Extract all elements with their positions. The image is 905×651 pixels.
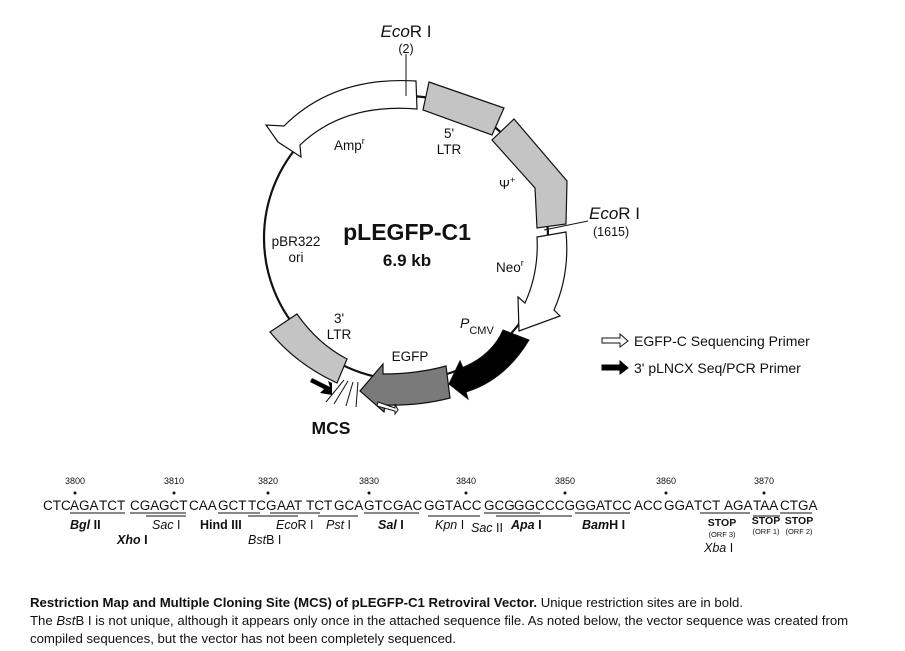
caption-title: Restriction Map and Multiple Cloning Sit… xyxy=(30,595,538,610)
codon-14: GGT xyxy=(424,498,453,513)
enzyme-bglii: Bgl II xyxy=(70,518,101,532)
ltr3-label-line2: LTR xyxy=(327,327,352,342)
segment-5-ltr xyxy=(422,81,505,136)
codon-19: GGA xyxy=(575,498,605,513)
enzyme-labels: Bgl II Xho I Sac I Hind III EcoR I BstB … xyxy=(70,518,733,555)
egfp-label: EGFP xyxy=(392,349,429,364)
tick-3840: 3840 xyxy=(456,476,476,486)
sequence-codons: CTC AGA TCT CGA GCT CAA GCT TCG AAT TCT … xyxy=(43,498,818,513)
enzyme-kpni: Kpn I xyxy=(435,518,464,532)
codon-3: TCT xyxy=(99,498,125,513)
mcs-label: MCS xyxy=(312,418,351,438)
segment-egfp-arrow xyxy=(359,362,451,414)
codon-6: CAA xyxy=(189,498,217,513)
amp-label: Ampr xyxy=(334,136,365,153)
legend-label-sequencing-primer: EGFP-C Sequencing Primer xyxy=(634,333,810,349)
legend-label-pcr-primer: 3' pLNCX Seq/PCR Primer xyxy=(634,360,801,376)
segment-psi xyxy=(491,118,568,229)
stop-orf2: STOP xyxy=(785,515,813,527)
codon-4: CGA xyxy=(130,498,159,513)
sequence-site-underlines xyxy=(70,512,812,517)
ltr5-label-line2: LTR xyxy=(437,142,462,157)
codon-7: GCT xyxy=(218,498,247,513)
tick-3800: 3800 xyxy=(65,476,85,486)
psi-label: Ψ+ xyxy=(499,175,515,192)
tick-3870: 3870 xyxy=(754,476,774,486)
figure-caption: Restriction Map and Multiple Cloning Sit… xyxy=(30,594,880,648)
codon-22: GGA xyxy=(664,498,694,513)
codon-9: AAT xyxy=(277,498,302,513)
ecori-site-label-1: EcoR I xyxy=(380,22,431,41)
ori-label-line1: pBR322 xyxy=(272,234,321,249)
codon-25: TAA xyxy=(753,498,778,513)
codon-1: CTC xyxy=(43,498,71,513)
enzyme-xbai: Xba I xyxy=(703,541,733,555)
stop-orf1: STOP xyxy=(752,515,780,527)
ltr3-label-line1: 3' xyxy=(334,311,344,326)
codon-21: ACC xyxy=(634,498,663,513)
enzyme-sali: Sal I xyxy=(378,518,404,532)
codon-2: AGA xyxy=(70,498,99,513)
enzyme-saci: Sac I xyxy=(152,518,181,532)
enzyme-bamhi: BamH I xyxy=(582,518,625,532)
pcmv-label: PCMV xyxy=(460,315,494,337)
codon-23: TCT xyxy=(694,498,720,513)
mcs-bracket-lines xyxy=(325,379,359,408)
codon-26: CTGA xyxy=(780,498,818,513)
ori-label-line2: ori xyxy=(288,250,303,265)
tick-3820: 3820 xyxy=(258,476,278,486)
ecori-site-position-2: (1615) xyxy=(593,225,629,239)
enzyme-ecori: EcoR I xyxy=(276,518,314,532)
stop-orf1-note: (ORF 1) xyxy=(752,527,780,536)
codon-15: ACC xyxy=(453,498,482,513)
caption-sentence-2-italic: Bst xyxy=(56,613,76,628)
sequence-ticks: 3800 3810 3820 3830 3840 3850 3860 3870 xyxy=(65,476,774,486)
tick-3830: 3830 xyxy=(359,476,379,486)
stop-orf3: STOP xyxy=(708,517,736,529)
segment-3-ltr xyxy=(269,313,348,384)
segment-pcmv-arrow xyxy=(448,329,530,401)
ecori-site-label-2: EcoR I xyxy=(589,204,640,223)
stop-orf2-note: (ORF 2) xyxy=(785,527,813,536)
tick-3810: 3810 xyxy=(164,476,184,486)
stop-codon-labels: STOP (ORF 3) STOP (ORF 1) STOP (ORF 2) xyxy=(708,515,813,539)
enzyme-hindiii: Hind III xyxy=(200,518,242,532)
codon-24: AGA xyxy=(724,498,753,513)
sequence-tick-dots xyxy=(73,491,766,495)
caption-sentence-2-pre: The xyxy=(30,613,57,628)
codon-20: TCC xyxy=(604,498,632,513)
segment-amp-arrow xyxy=(264,79,418,159)
plasmid-name: pLEGFP-C1 xyxy=(343,219,471,245)
segment-neo-arrow xyxy=(517,231,568,332)
ltr5-label-line1: 5' xyxy=(444,126,454,141)
enzyme-psti: Pst I xyxy=(326,518,351,532)
mcs-open-primer-arrow xyxy=(376,401,399,416)
enzyme-xhoi: Xho I xyxy=(116,533,148,547)
codon-17: GGC xyxy=(514,498,545,513)
plasmid-size: 6.9 kb xyxy=(383,251,431,270)
codon-8: TCG xyxy=(248,498,277,513)
enzyme-apai: Apa I xyxy=(510,518,542,532)
tick-3850: 3850 xyxy=(555,476,575,486)
caption-sentence-1: Unique restriction sites are in bold. xyxy=(537,595,744,610)
ecori-1615-tick xyxy=(543,220,589,231)
codon-11: GCA xyxy=(334,498,363,513)
codon-5: GCT xyxy=(159,498,188,513)
caption-sentence-2-post: B I is not unique, although it appears o… xyxy=(30,613,849,646)
legend-open-arrow-icon xyxy=(601,332,629,348)
legend-filled-arrow-icon xyxy=(601,359,629,375)
neo-label: Neor xyxy=(496,258,524,275)
enzyme-bstbi: BstB I xyxy=(248,533,281,547)
enzyme-sacii: Sac II xyxy=(471,521,503,535)
codon-12: GTC xyxy=(364,498,393,513)
codon-16: GCG xyxy=(484,498,515,513)
stop-orf3-note: (ORF 3) xyxy=(708,530,736,539)
mcs-filled-primer-arrow xyxy=(310,378,332,395)
tick-3860: 3860 xyxy=(656,476,676,486)
codon-10: TCT xyxy=(306,498,332,513)
codon-13: GAC xyxy=(393,498,423,513)
codon-18: CCG xyxy=(545,498,575,513)
ecori-site-position-1: (2) xyxy=(398,42,413,56)
